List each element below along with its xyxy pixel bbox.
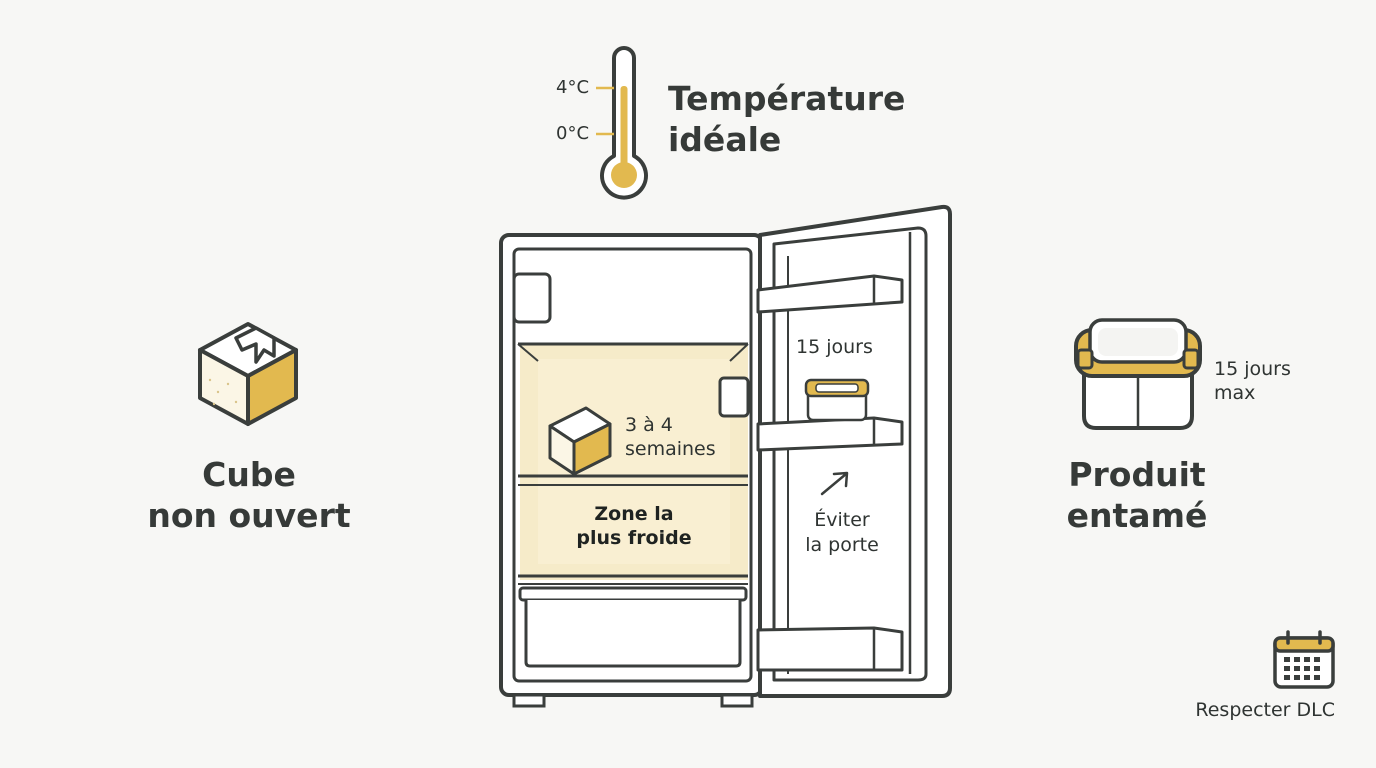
fridge-door-shelf — [756, 626, 904, 672]
fridge-illustration — [499, 204, 952, 708]
cube-title-line1: Cube — [202, 455, 296, 494]
butter-cube-icon — [198, 322, 298, 426]
door-warning-line1: Éviter — [814, 509, 870, 531]
fridge-side-knob — [718, 376, 750, 418]
fridge-door-shelf — [756, 274, 904, 314]
fridge-foot-right — [720, 693, 754, 708]
dlc-label: Respecter DLC — [1195, 699, 1335, 721]
shelf-duration-line2: semaines — [625, 438, 716, 460]
fridge-crisper-drawer — [518, 586, 748, 602]
fridge-butter-cube-icon — [548, 406, 612, 476]
calendar-icon — [1273, 630, 1335, 689]
opened-duration-line1: 15 jours — [1214, 358, 1291, 380]
temperature-tick-high: 4°C — [556, 77, 590, 98]
cold-zone-line1: Zone la — [594, 503, 674, 525]
temperature-title-line2: idéale — [668, 120, 782, 159]
fridge-door-shelf — [756, 416, 904, 452]
fridge-door-container-icon — [804, 378, 870, 422]
door-warning-line2: la porte — [805, 534, 879, 556]
cube-title-line2: non ouvert — [147, 496, 351, 535]
door-duration: 15 jours — [796, 336, 873, 358]
opened-title-line1: Produit — [1068, 455, 1206, 494]
cold-zone-line2: plus froide — [576, 527, 692, 549]
shelf-duration-line1: 3 à 4 — [625, 414, 673, 436]
fridge-foot-left — [512, 693, 546, 708]
temperature-tick-low: 0°C — [556, 123, 590, 144]
food-container-icon — [1074, 318, 1202, 430]
fridge-light — [512, 272, 552, 324]
arrow-up-right-icon — [820, 471, 849, 496]
opened-title-line2: entamé — [1066, 496, 1208, 535]
thermometer-icon — [596, 46, 648, 200]
temperature-title-line1: Température — [668, 79, 906, 118]
opened-duration-line2: max — [1214, 382, 1256, 404]
